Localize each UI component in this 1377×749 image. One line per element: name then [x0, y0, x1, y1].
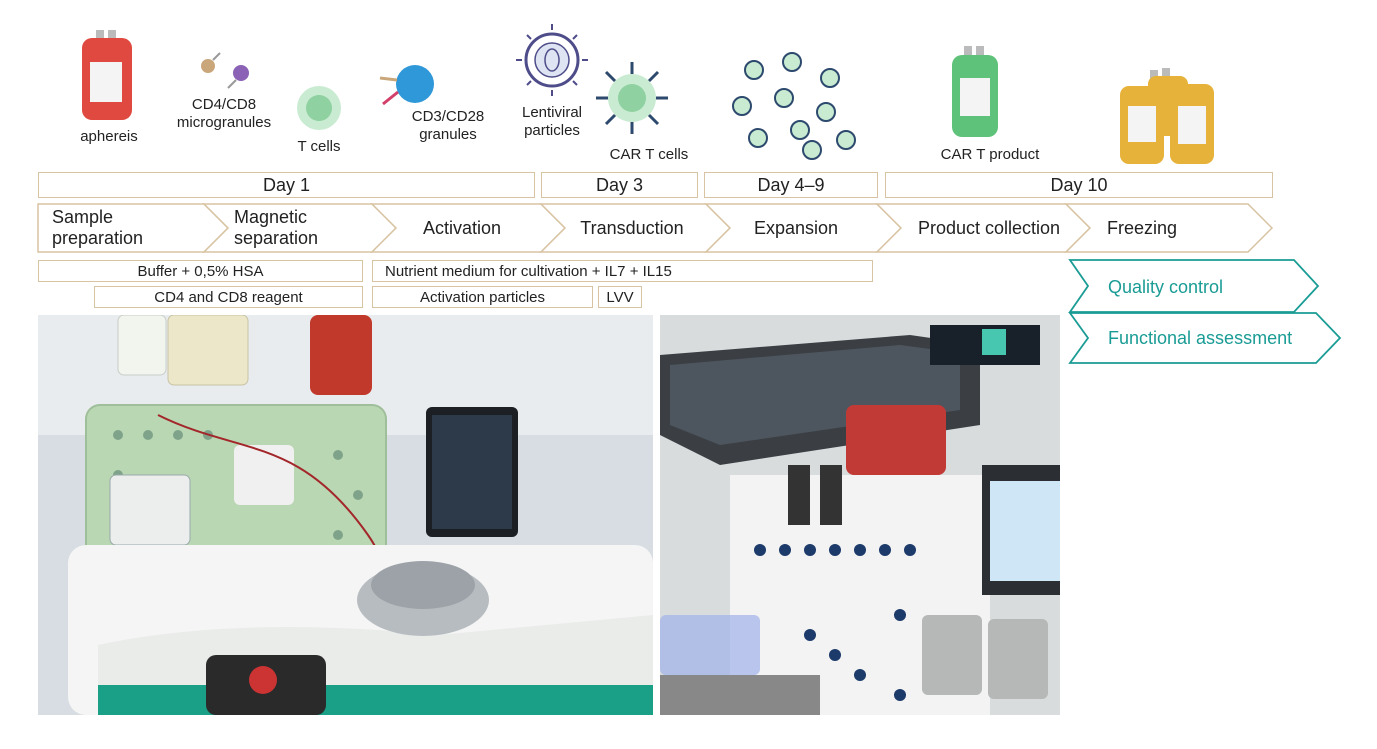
step-sample-preparation: Sample preparation [52, 207, 144, 248]
apheresis-bag-icon [82, 30, 132, 120]
quality-control-arrow [1068, 259, 1320, 313]
car-t-product-bag-icon [952, 46, 998, 137]
car-t-product-label: CAR T product [940, 146, 1040, 163]
lentiviral-label: Lentiviral particles [521, 104, 583, 139]
illustrations [82, 24, 1214, 164]
separation-device-illustration [38, 315, 653, 715]
cd3-cd28-granule-icon [379, 65, 434, 106]
frozen-bags-icon [1120, 68, 1214, 164]
day-4-9-bar: Day 4–9 [704, 172, 878, 198]
expanded-cells-icon [732, 52, 856, 160]
t-cell-icon [297, 86, 341, 130]
microgranules-icon [201, 52, 249, 89]
apheresis-label: aphereis [80, 128, 138, 145]
step-activation: Activation [422, 217, 502, 238]
reagent-activation-particles: Activation particles [372, 286, 593, 308]
step-product-collection: Product collection [917, 217, 1061, 238]
step-freezing: Freezing [1106, 217, 1178, 238]
separation-device-photo [38, 315, 653, 715]
t-cells-label: T cells [297, 138, 341, 155]
car-t-cell-icon [596, 62, 668, 134]
qc-arrows [1068, 259, 1342, 364]
reagent-buffer: Buffer + 0,5% HSA [38, 260, 363, 282]
car-t-cells-label: CAR T cells [609, 146, 689, 163]
expansion-device-illustration [660, 315, 1060, 715]
lentiviral-particle-icon [516, 24, 588, 96]
reagent-cd4-cd8: CD4 and CD8 reagent [94, 286, 363, 308]
expansion-device-photo [660, 315, 1060, 715]
step-chevron-freezing [1064, 203, 1274, 253]
step-expansion: Expansion [753, 217, 839, 238]
day-10-bar: Day 10 [885, 172, 1273, 198]
functional-assessment-arrow [1068, 312, 1342, 364]
reagent-medium: Nutrient medium for cultivation + IL7 + … [372, 260, 873, 282]
cd3-cd28-label: CD3/CD28 granules [411, 108, 485, 143]
functional-assessment-label: Functional assessment [1108, 327, 1293, 348]
reagent-lvv: LVV [598, 286, 642, 308]
microgranules-label: CD4/CD8 microgranules [176, 96, 272, 131]
process-steps [37, 203, 1274, 253]
day-1-bar: Day 1 [38, 172, 535, 198]
quality-control-label: Quality control [1108, 276, 1224, 297]
step-transduction: Transduction [580, 217, 684, 238]
day-3-bar: Day 3 [541, 172, 698, 198]
step-magnetic-separation: Magnetic separation [234, 207, 319, 248]
